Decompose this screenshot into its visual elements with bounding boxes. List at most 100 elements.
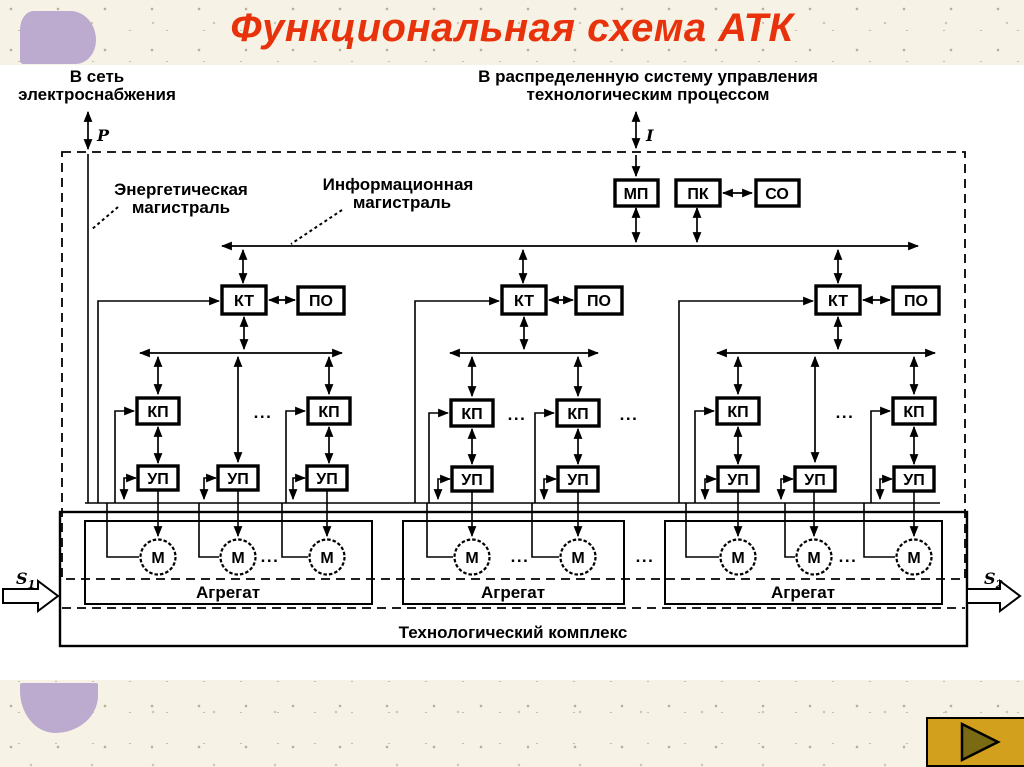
next-icon (960, 721, 1001, 763)
svg-text:М: М (465, 550, 478, 567)
block-po-1: ПО (296, 285, 346, 316)
info-bus-pointer (290, 209, 343, 245)
i-symbol: I (645, 126, 654, 145)
block-up-4: УП (450, 465, 494, 493)
svg-text:М: М (151, 550, 164, 567)
block-kp-6: КП (891, 396, 937, 426)
aggregate-box-2: Агрегат (402, 520, 625, 605)
energy-bus-label: Энергетическая магистраль (90, 180, 248, 231)
block-up-6: УП (716, 465, 760, 493)
decor-blob-bottom-left (20, 683, 98, 733)
block-kp-1: КП (135, 396, 181, 426)
svg-text:УП: УП (227, 471, 248, 488)
svg-text:...: ... (636, 547, 655, 566)
svg-text:УП: УП (903, 472, 924, 489)
svg-text:ПО: ПО (587, 293, 611, 310)
svg-text:УП: УП (804, 472, 825, 489)
slide-title: Функциональная схема АТК (230, 6, 794, 50)
svg-text:В распределенную систему управ: В распределенную систему управления (478, 67, 818, 86)
svg-text:УП: УП (147, 471, 168, 488)
svg-text:магистраль: магистраль (353, 193, 451, 212)
svg-text:М: М (907, 550, 920, 567)
block-up-5: УП (556, 465, 600, 493)
s1-input-arrow: S1 (2, 569, 60, 613)
p-symbol: P (96, 126, 110, 145)
svg-text:КП: КП (318, 404, 339, 421)
svg-text:КП: КП (567, 406, 588, 423)
outer-dashed-boundary (61, 151, 966, 609)
svg-text:В сеть: В сеть (70, 67, 124, 86)
svg-text:...: ... (836, 403, 855, 422)
block-up-3: УП (305, 464, 349, 492)
block-po-2: ПО (574, 285, 624, 316)
motor-6: М (719, 538, 757, 576)
motor-8: М (895, 538, 933, 576)
info-bus-label: Информационная магистраль (290, 175, 474, 245)
svg-text:...: ... (254, 403, 273, 422)
block-po-3: ПО (891, 285, 941, 316)
svg-text:СО: СО (765, 186, 789, 203)
s2-arrow-icon (966, 579, 1022, 613)
block-so: СО (754, 178, 801, 208)
tech-complex-box: Технологический комплекс (58, 510, 969, 648)
svg-text:КП: КП (461, 406, 482, 423)
block-pk: ПК (674, 178, 722, 208)
block-up-7: УП (793, 465, 837, 493)
svg-text:КП: КП (903, 404, 924, 421)
svg-text:ПО: ПО (904, 293, 928, 310)
svg-text:...: ... (839, 547, 858, 566)
svg-text:М: М (571, 550, 584, 567)
diagram-panel: В сеть электроснабжения В распределенную… (0, 65, 1024, 680)
block-up-2: УП (216, 464, 260, 492)
dcs-label: В распределенную систему управления техн… (478, 67, 818, 104)
svg-text:S1: S1 (16, 569, 35, 591)
motor-1: М (139, 538, 177, 576)
block-kt-1: КТ (220, 284, 268, 316)
svg-text:УП: УП (727, 472, 748, 489)
next-slide-button[interactable] (926, 717, 1024, 767)
power-network-label: В сеть электроснабжения (18, 67, 176, 104)
svg-text:КТ: КТ (234, 293, 254, 310)
decor-blob-top-left (20, 11, 96, 64)
svg-text:Технологический комплекс: Технологический комплекс (399, 623, 628, 642)
block-up-8: УП (892, 465, 936, 493)
block-kp-2: КП (306, 396, 352, 426)
motor-3: М (308, 538, 346, 576)
svg-text:...: ... (508, 405, 527, 424)
svg-text:КТ: КТ (828, 293, 848, 310)
svg-text:УП: УП (461, 472, 482, 489)
svg-text:Информационная: Информационная (323, 175, 474, 194)
block-kp-5: КП (715, 396, 761, 426)
energy-bus-pointer (90, 206, 119, 231)
svg-text:УП: УП (567, 472, 588, 489)
svg-text:КТ: КТ (514, 293, 534, 310)
block-mp: МП (613, 178, 660, 208)
svg-text:технологическим процессом: технологическим процессом (527, 85, 770, 104)
svg-text:КП: КП (147, 404, 168, 421)
svg-text:М: М (807, 550, 820, 567)
svg-text:Агрегат: Агрегат (481, 583, 545, 602)
aggregate-box-1: Агрегат (84, 520, 373, 605)
atk-diagram: В сеть электроснабжения В распределенную… (2, 67, 1022, 648)
s1-arrow-icon (2, 579, 60, 613)
svg-text:ПО: ПО (309, 293, 333, 310)
block-kp-3: КП (449, 398, 495, 428)
svg-text:М: М (731, 550, 744, 567)
svg-text:...: ... (511, 547, 530, 566)
block-kt-3: КТ (814, 284, 862, 316)
svg-text:Энергетическая: Энергетическая (114, 180, 248, 199)
svg-text:МП: МП (624, 186, 649, 203)
svg-text:УП: УП (316, 471, 337, 488)
svg-text:...: ... (620, 405, 639, 424)
wiring (83, 110, 940, 558)
block-up-1: УП (136, 464, 180, 492)
svg-text:магистраль: магистраль (132, 198, 230, 217)
aggregate-box-3: Агрегат (664, 520, 943, 605)
svg-text:...: ... (261, 547, 280, 566)
motor-2: М (219, 538, 257, 576)
motor-5: М (559, 538, 597, 576)
svg-text:М: М (320, 550, 333, 567)
s2-output-arrow: S2 (966, 569, 1022, 613)
svg-text:электроснабжения: электроснабжения (18, 85, 176, 104)
